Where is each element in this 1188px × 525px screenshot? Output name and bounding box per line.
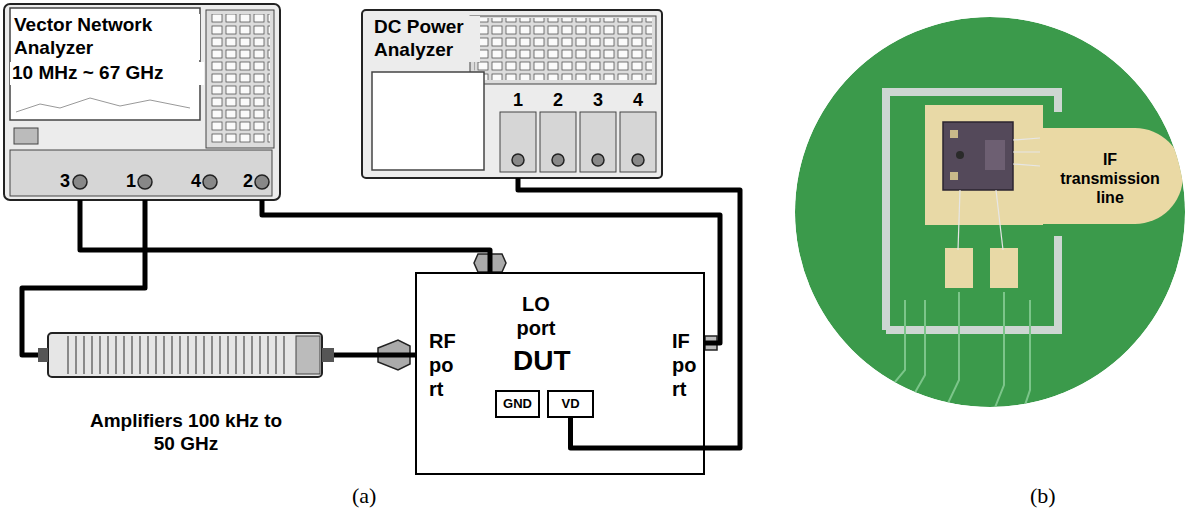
amplifier: Amplifiers 100 kHz to 50 GHz (38, 330, 334, 456)
channel-number: 3 (593, 90, 603, 112)
channel-number: 2 (553, 90, 563, 112)
bond-wire (996, 190, 1003, 250)
pcb-traces (880, 292, 1030, 420)
dc-pad (990, 248, 1018, 288)
dc-screen (372, 72, 484, 170)
port-number: 1 (126, 171, 136, 193)
vna-port (255, 175, 269, 189)
amplifier-body (48, 333, 322, 377)
dc-port (512, 154, 524, 166)
vna-keypad-panel (206, 10, 274, 148)
gold-pad (925, 105, 1043, 225)
cable (334, 353, 415, 358)
amplifier-drawing (38, 333, 334, 377)
cable (22, 200, 145, 355)
port-number: 4 (191, 171, 201, 193)
chip-feature (956, 151, 964, 159)
vna-instrument: Vector Network Analyzer10 MHz ~ 67 GHz (4, 4, 280, 200)
node-text: IF port (672, 329, 700, 401)
vna-body (4, 4, 280, 200)
dc-pad (945, 248, 973, 288)
node-text: DUT (513, 344, 571, 378)
node-text: Vector Network Analyzer (12, 14, 200, 60)
cable (80, 200, 490, 272)
screen-trace (16, 98, 190, 112)
dc-module (540, 112, 576, 172)
vna-port (203, 175, 217, 189)
vna-keys (210, 14, 270, 144)
bond-wire (1013, 164, 1040, 166)
dc-port (592, 154, 604, 166)
board-frame (886, 236, 1058, 330)
vna-port (138, 175, 152, 189)
vna-instrument (4, 4, 280, 200)
vna-port-strip (10, 150, 272, 196)
node-text: 10 MHz ~ 67 GHz (10, 62, 204, 85)
dc-port (552, 154, 564, 166)
dc-port (632, 154, 644, 166)
board-photo (795, 17, 1185, 420)
vd-box: VD (547, 390, 594, 418)
amplifier-ribs (62, 336, 290, 374)
amplifier-connector (38, 348, 48, 362)
chip-pad (950, 130, 958, 138)
dc-module (580, 112, 616, 172)
vna-port (73, 175, 87, 189)
chip (943, 122, 1013, 190)
cable (518, 178, 740, 448)
node-text: LO port (505, 292, 567, 340)
panel-label: (b) (1030, 483, 1056, 509)
dc-analyzer-instrument (362, 10, 662, 178)
port-number: 3 (60, 171, 70, 193)
channel-number: 1 (513, 90, 523, 112)
channel-number: 4 (633, 90, 643, 112)
bond-wire (1013, 138, 1040, 140)
board-frame (886, 92, 1058, 330)
amplifier-cap (296, 336, 320, 374)
chip-pad (950, 172, 958, 180)
node-text: GND (503, 396, 532, 412)
dc-keypad-panel (470, 16, 656, 84)
node-text: RF port (429, 329, 457, 401)
node-text: IF transmission line (1055, 150, 1165, 208)
dc-module (500, 112, 536, 172)
chip-feature (985, 140, 1005, 170)
bond-wire (1013, 151, 1040, 152)
panel-label: (a) (352, 483, 376, 509)
photo-inset: IF transmission line (795, 17, 1185, 407)
pcb-ground (795, 17, 1185, 407)
node-text: VD (561, 396, 579, 412)
dut-box: GND VD LO port RF port DUT IF port (415, 272, 705, 475)
dc-module (620, 112, 656, 172)
bond-wire (958, 190, 960, 250)
vna-switch (14, 128, 38, 144)
dc-keys (474, 18, 652, 80)
dc-power-analyzer: DC Power Analyzer (362, 10, 662, 178)
amplifier-connector (322, 348, 334, 362)
gnd-box: GND (495, 390, 540, 418)
if-line-pad (1040, 128, 1183, 224)
node-text: Amplifiers 100 kHz to 50 GHz (86, 410, 286, 456)
node-text: DC Power Analyzer (372, 16, 480, 62)
dc-body (362, 10, 662, 178)
port-number: 2 (243, 171, 253, 193)
